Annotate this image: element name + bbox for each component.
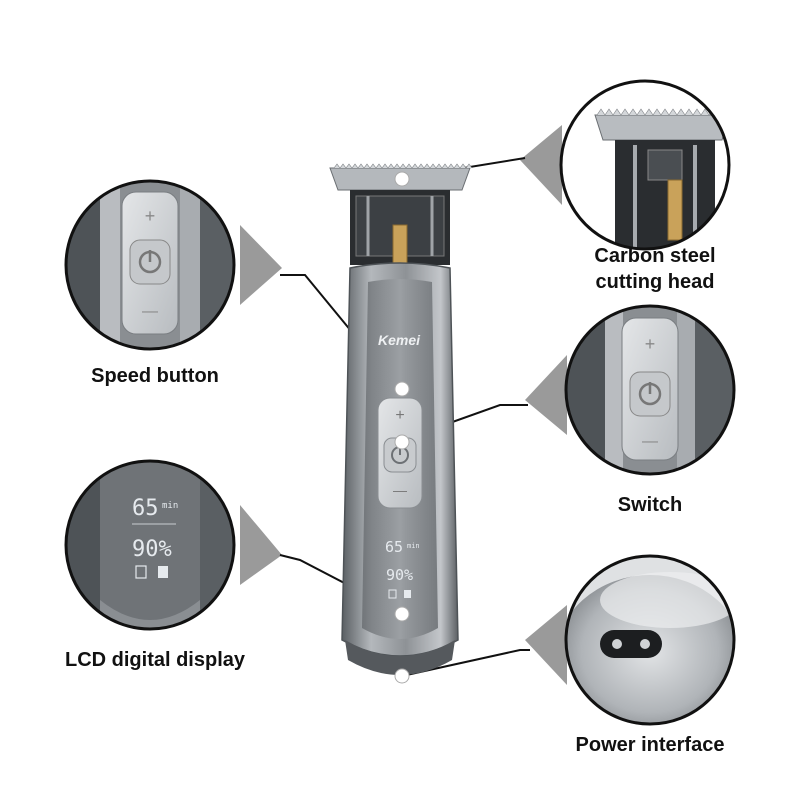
detail-circle-cutting-head: [559, 79, 731, 251]
marker-dot-switch: [394, 434, 410, 450]
lcd-unit: min: [407, 542, 420, 550]
label-carbon-line2: cutting head: [595, 271, 715, 293]
trimmer-device: Kemei + — 65 min 90%: [329, 163, 473, 675]
detail-circle-switch: + —: [564, 304, 736, 476]
detail-circle-lcd: 65 min 90%: [64, 459, 236, 631]
minus-sign: —: [393, 482, 407, 498]
label-power-interface: Power interface: [575, 734, 725, 756]
pointer-triangle-power: [525, 605, 567, 685]
svg-text:min: min: [162, 501, 178, 511]
svg-text:—: —: [142, 303, 158, 320]
svg-text:+: +: [645, 334, 656, 354]
svg-text:65: 65: [132, 496, 159, 521]
detail-circle-power: [564, 554, 736, 726]
label-speed-button: Speed button: [91, 365, 219, 387]
pointer-triangle-lcd: [240, 505, 282, 585]
detail-circle-speed-button: + —: [64, 179, 236, 351]
marker-dot-power: [394, 668, 410, 684]
lcd-minutes: 65: [385, 538, 403, 556]
lcd-percent: 90%: [386, 566, 413, 584]
marker-dot-carbon: [394, 171, 410, 187]
label-switch: Switch: [617, 494, 683, 516]
plus-sign: +: [395, 407, 404, 424]
label-lcd-display: LCD digital display: [64, 649, 246, 671]
svg-text:—: —: [642, 433, 658, 450]
marker-dot-speed: [394, 381, 410, 397]
marker-dot-lcd: [394, 606, 410, 622]
pointer-triangle-switch: [525, 355, 567, 435]
svg-text:90%: 90%: [132, 537, 172, 562]
pointer-triangle-speed: [240, 225, 282, 305]
pointer-triangle-carbon: [520, 125, 562, 205]
svg-text:+: +: [145, 206, 156, 226]
brand-logo: Kemei: [378, 332, 421, 348]
label-carbon-line1: Carbon steel: [594, 245, 716, 267]
callout-line-power: [401, 649, 530, 677]
